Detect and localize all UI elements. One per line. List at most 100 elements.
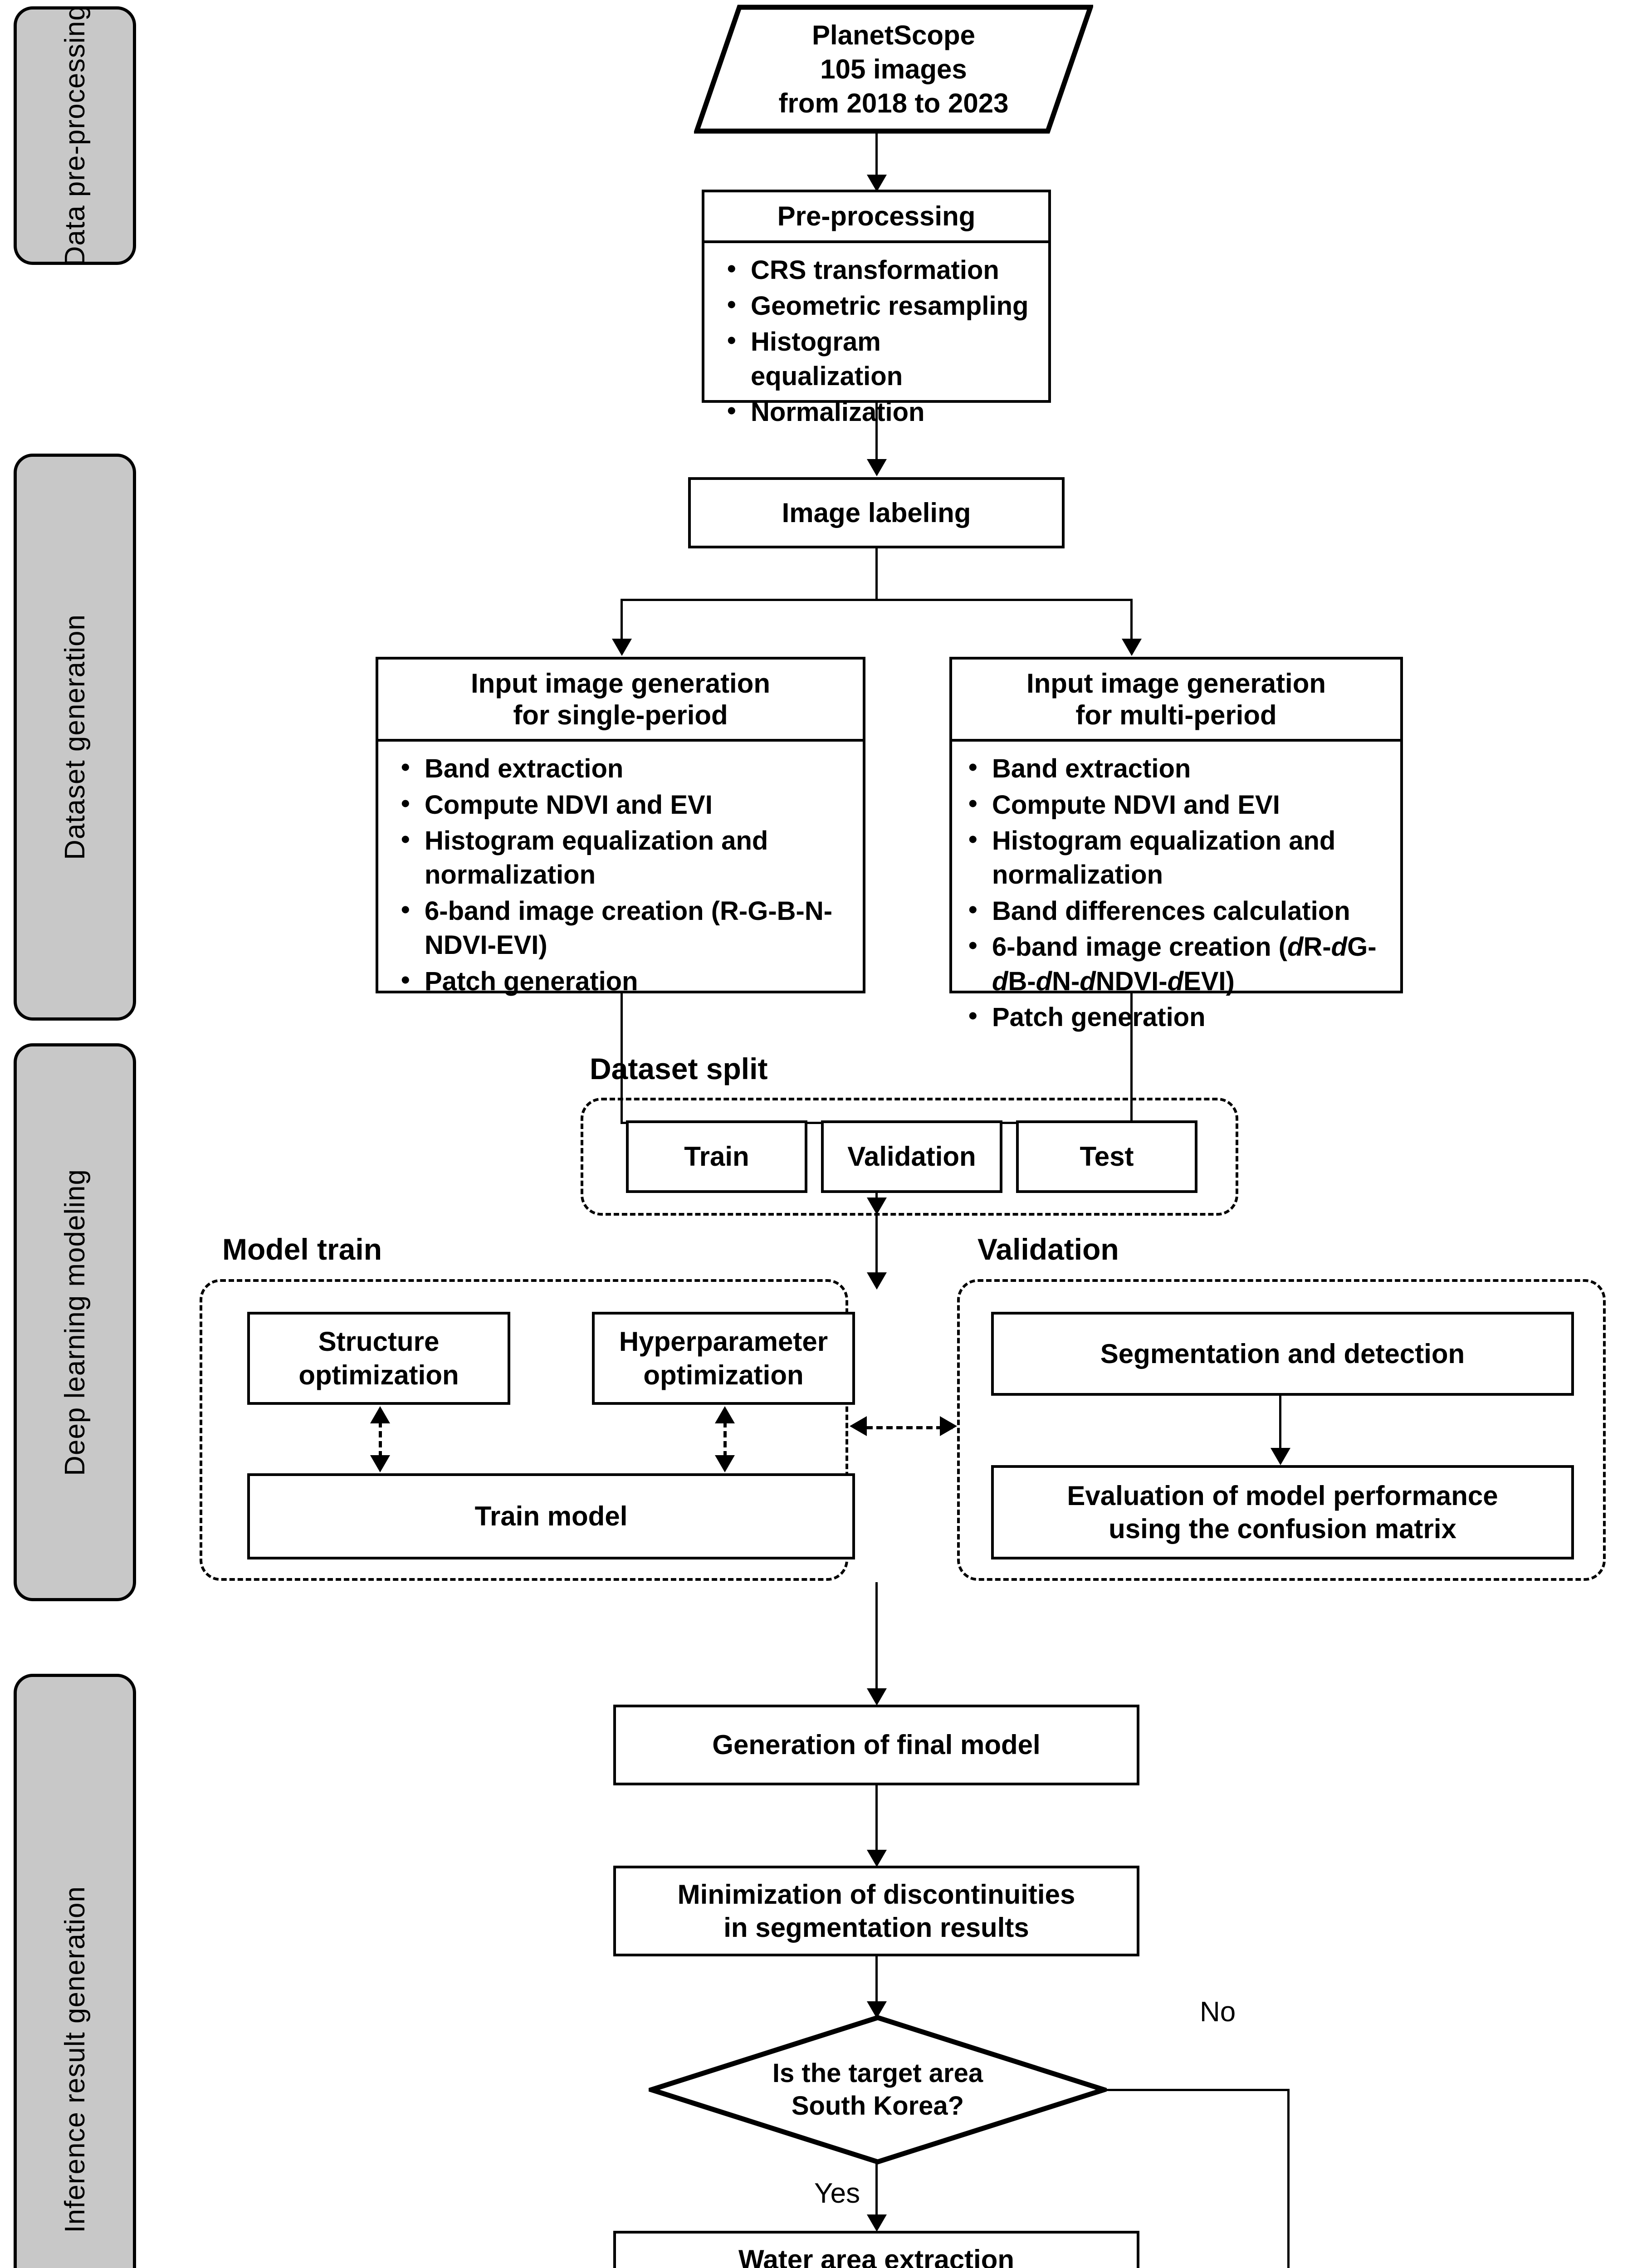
node-title-line-2: optimization	[298, 1359, 459, 1390]
connector-final-model-to-minimization	[875, 1785, 878, 1853]
node-title-line-2: in segmentation results	[723, 1912, 1029, 1943]
group-validation	[957, 1279, 1606, 1581]
list-item: Band extraction	[968, 751, 1392, 786]
phase-deep-learning-modeling: Deep learning modeling	[14, 1043, 136, 1601]
node-split-validation: Validation	[821, 1120, 1002, 1193]
phase-label: Inference result generation	[59, 1886, 91, 2233]
node-title: Input image generation for multi-period	[952, 660, 1400, 742]
arrowhead-icon	[867, 1688, 887, 1706]
group-model-train	[200, 1279, 848, 1581]
decision-line-1: Is the target area	[772, 2058, 983, 2088]
node-title: Structure optimization	[250, 1315, 508, 1402]
list-item: Patch generation	[401, 963, 855, 998]
node-title-line-1: Evaluation of model performance	[1067, 1480, 1498, 1511]
arrowhead-icon	[940, 1416, 957, 1436]
model-train-label: Model train	[222, 1232, 382, 1266]
list-item: Histogram equalization and normalization	[968, 823, 1392, 892]
source-data-text: PlanetScope 105 images from 2018 to 2023	[694, 5, 1093, 134]
node-structure-optimization: Structure optimization	[247, 1312, 510, 1405]
arrowhead-icon	[867, 175, 887, 192]
node-evaluation-of-model-performance: Evaluation of model performance using th…	[991, 1465, 1574, 1559]
node-input-image-generation-multi-period: Input image generation for multi-period …	[949, 657, 1403, 1032]
node-title-line-1: Minimization of discontinuities	[677, 1879, 1075, 1910]
connector-preprocessing-to-labeling	[875, 403, 878, 462]
arrowhead-icon	[867, 1272, 887, 1290]
node-title-line-1: Water area extraction	[738, 2244, 1015, 2268]
split-label: Test	[1080, 1141, 1134, 1172]
node-title: Water area extraction using land cover m…	[616, 2234, 1137, 2268]
node-hyperparameter-optimization: Hyperparameter optimization	[592, 1312, 855, 1405]
connector-branch-right	[1130, 599, 1133, 641]
node-image-labeling: Image labeling	[688, 477, 1065, 548]
edge-label-no: No	[1200, 1996, 1236, 2028]
source-line-3: from 2018 to 2023	[778, 88, 1009, 118]
list-item: Compute NDVI and EVI	[968, 787, 1392, 822]
arrowhead-icon	[867, 1850, 887, 1867]
arrowhead-icon	[612, 639, 632, 656]
connector-decision-yes	[875, 2163, 878, 2217]
arrowhead-icon	[715, 1455, 735, 1472]
node-title: Hyperparameter optimization	[595, 1315, 852, 1402]
list-item: Compute NDVI and EVI	[401, 787, 855, 822]
connector-split-to-modeling	[875, 1216, 878, 1275]
node-title-line-2: for multi-period	[1075, 699, 1277, 730]
decision-text: Is the target area South Korea?	[649, 2015, 1107, 2165]
connector-hyperparameter-train-dashed	[723, 1421, 727, 1457]
split-label: Validation	[847, 1141, 976, 1172]
node-title-line-1: Input image generation	[470, 668, 771, 699]
node-split-train: Train	[626, 1120, 807, 1193]
arrowhead-icon	[1271, 1448, 1290, 1465]
node-water-area-extraction: Water area extraction using land cover m…	[613, 2231, 1139, 2268]
source-line-2: 105 images	[820, 54, 967, 84]
node-title: Image labeling	[782, 497, 971, 528]
list-item: Band differences calculation	[968, 893, 1392, 928]
list-item: Histogram equalization	[727, 324, 1040, 393]
arrowhead-icon	[715, 1406, 735, 1423]
list-item: Geometric resampling	[727, 288, 1040, 323]
node-title: Train model	[474, 1501, 628, 1532]
arrowhead-icon	[1122, 639, 1142, 656]
node-title: Evaluation of model performance using th…	[994, 1468, 1571, 1557]
node-decision-target-area: Is the target area South Korea?	[649, 2015, 1107, 2165]
connector-labeling-bus	[621, 599, 1130, 601]
node-split-test: Test	[1016, 1120, 1197, 1193]
connector-segmentation-to-evaluation	[1279, 1396, 1281, 1450]
node-generation-of-final-model: Generation of final model	[613, 1705, 1139, 1785]
decision-line-2: South Korea?	[791, 2091, 964, 2121]
list-item: Band extraction	[401, 751, 855, 786]
validation-label: Validation	[977, 1232, 1119, 1266]
node-title: Generation of final model	[712, 1730, 1041, 1760]
phase-label: Data pre-processing	[59, 5, 91, 267]
arrowhead-icon	[867, 2214, 887, 2232]
split-label: Train	[684, 1141, 749, 1172]
source-line-1: PlanetScope	[811, 20, 976, 50]
node-segmentation-and-detection: Segmentation and detection	[991, 1312, 1574, 1396]
node-title-line-2: for single-period	[513, 699, 728, 730]
connector-source-to-preprocessing	[875, 131, 878, 176]
connector-minimization-to-decision	[875, 1956, 878, 2004]
arrowhead-icon	[867, 459, 887, 476]
connector-train-validation-dashed	[866, 1426, 953, 1429]
node-train-model: Train model	[247, 1473, 855, 1559]
connector-decision-no-vertical	[1287, 2089, 1290, 2268]
phase-data-pre-processing: Data pre-processing	[14, 5, 136, 267]
node-title-line-1: Input image generation	[1026, 668, 1326, 699]
node-title: Pre-processing	[704, 192, 1048, 243]
connector-labeling-stem	[875, 548, 878, 599]
arrowhead-icon	[370, 1455, 390, 1472]
connector-multi-period-down	[1130, 993, 1133, 1123]
list-item: Normalization	[727, 394, 1040, 429]
node-title: Minimization of discontinuities in segme…	[616, 1868, 1137, 1954]
connector-structure-train-dashed	[379, 1421, 382, 1457]
list-item: Histogram equalization and normalization	[401, 823, 855, 892]
node-minimization-of-discontinuities: Minimization of discontinuities in segme…	[613, 1866, 1139, 1956]
connector-single-period-down	[621, 993, 623, 1123]
node-body: Band extraction Compute NDVI and EVI His…	[952, 742, 1400, 1046]
node-body: Band extraction Compute NDVI and EVI His…	[378, 742, 863, 1010]
connector-modeling-to-final-model	[875, 1582, 878, 1691]
group-dataset-split	[581, 1098, 1238, 1216]
source-data-node: PlanetScope 105 images from 2018 to 2023	[694, 5, 1093, 134]
phase-label: Deep learning modeling	[59, 1168, 91, 1476]
arrowhead-icon	[867, 1198, 887, 1215]
